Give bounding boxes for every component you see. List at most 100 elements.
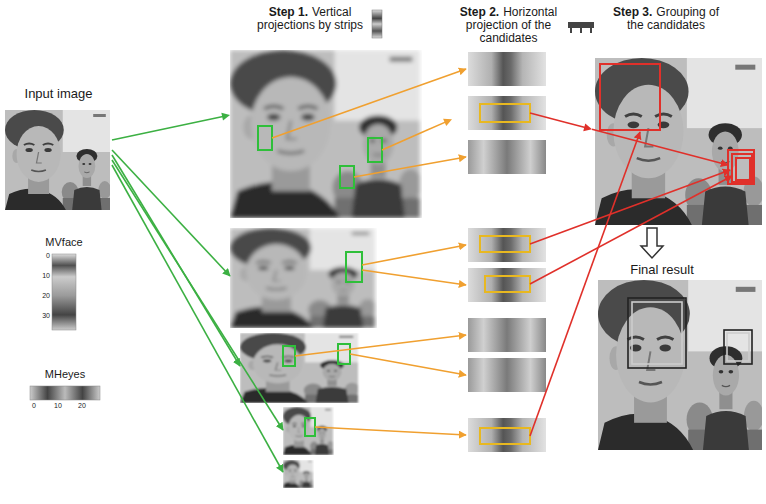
step-heading: Step 2.Horizontal projection of the cand… <box>453 6 564 45</box>
grouping-photo <box>595 58 764 225</box>
result-photo <box>598 280 764 450</box>
grouping-arrow <box>530 113 732 436</box>
eye-region-box <box>480 236 530 252</box>
candidate-box <box>305 418 315 436</box>
detected-face-box <box>724 330 752 364</box>
detected-face-box <box>727 333 749 361</box>
scale-arrow <box>112 150 283 472</box>
projection-strip <box>468 228 546 262</box>
scaled-image <box>230 228 376 328</box>
arrow-head <box>443 119 452 126</box>
candidate-box <box>258 126 272 150</box>
step-number: Step 1. <box>269 5 308 19</box>
eye-region-box <box>480 104 530 444</box>
projection-strip <box>468 52 546 452</box>
axis-tick: 10 <box>54 402 62 410</box>
axis-tick: 20 <box>78 402 86 410</box>
candidate-arrow <box>295 335 466 356</box>
flow-arrow <box>565 122 592 131</box>
projection-strip <box>468 358 546 392</box>
candidate-arrow <box>272 69 466 435</box>
input-photo <box>5 110 111 210</box>
mheyes-template <box>30 386 100 400</box>
candidate-box <box>346 252 362 282</box>
grouped-box <box>600 64 754 184</box>
horizontal-projection-icon <box>568 22 594 28</box>
candidate-box <box>258 126 382 436</box>
horizontal-projection-icon <box>580 28 582 33</box>
arrow-line <box>565 122 586 128</box>
arrow-head <box>583 123 592 131</box>
arrow-head <box>221 113 230 121</box>
axis-tick: 10 <box>42 272 50 280</box>
grouped-box <box>732 154 752 182</box>
scaled-image <box>230 228 376 328</box>
result-panel: Final result <box>592 258 764 455</box>
grouping-photo <box>595 58 764 225</box>
horizontal-projection-icon <box>568 22 594 33</box>
eye-region-box <box>480 104 530 122</box>
axis-tick: 0 <box>32 402 36 410</box>
grouped-box <box>600 64 660 130</box>
axis-tick: 20 <box>42 292 50 300</box>
axis-tick: 30 <box>42 312 50 320</box>
candidate-arrow <box>350 354 466 375</box>
horizontal-projection-icon <box>570 28 572 33</box>
grouped-box <box>736 158 750 180</box>
step-heading: Step 1.Vertical projections by strips <box>255 6 365 32</box>
image-caption-block: Input image <box>5 86 112 101</box>
arrow-line <box>425 122 447 131</box>
input-image-panel: Input image <box>5 86 112 212</box>
projection-strip <box>468 96 546 130</box>
candidate-box <box>283 346 295 366</box>
grouping-arrow <box>530 170 730 244</box>
candidate-box <box>340 166 354 188</box>
candidate-arrow <box>354 157 466 177</box>
scale-arrow <box>112 165 283 472</box>
vertical-projection-icon <box>372 10 382 38</box>
candidate-arrow <box>362 245 466 265</box>
input-photo <box>5 110 111 210</box>
axis-tick: 0 <box>46 252 50 260</box>
scaled-image <box>283 407 334 455</box>
eye-region-box <box>480 428 530 444</box>
grouping-arrow <box>592 129 728 165</box>
chart-label: MHeyes <box>45 368 85 380</box>
projection-strip <box>468 268 546 302</box>
vertical-projection-icon <box>372 10 382 38</box>
result-photo <box>598 280 764 450</box>
scaled-image <box>283 460 313 488</box>
grouping-arrow <box>530 176 732 284</box>
step-panel: Step 3.Grouping of the candidates <box>592 4 764 228</box>
scaled-image <box>283 460 313 488</box>
scale-arrow <box>112 150 230 276</box>
flow-arrow <box>112 113 230 140</box>
detected-face-box <box>632 302 682 364</box>
mvface-template <box>52 254 76 330</box>
grouping-arrow <box>530 132 640 436</box>
scale-arrow <box>112 160 283 430</box>
candidate-arrow <box>315 427 466 435</box>
arrow-line <box>112 116 224 140</box>
projection-strip <box>468 52 546 86</box>
flow-arrow <box>425 119 452 131</box>
mvface-template <box>52 254 76 330</box>
horizontal-projection-icon <box>590 28 592 33</box>
projection-strip <box>468 140 546 174</box>
step-number: Step 2. <box>460 5 499 19</box>
image-caption: Final result <box>630 262 694 277</box>
step-number: Step 3. <box>613 5 652 19</box>
candidate-box <box>338 344 350 364</box>
grouping-arrow <box>530 113 565 122</box>
scaled-image <box>240 333 359 403</box>
candidate-arrow <box>272 69 466 138</box>
eye-region-box <box>485 276 530 292</box>
candidate-box <box>368 138 382 162</box>
scaled-image <box>230 50 422 218</box>
hollow-arrow <box>641 228 663 258</box>
scaled-image <box>283 407 334 455</box>
chart-label: MVface <box>45 236 82 248</box>
detected-face-box <box>628 298 686 368</box>
